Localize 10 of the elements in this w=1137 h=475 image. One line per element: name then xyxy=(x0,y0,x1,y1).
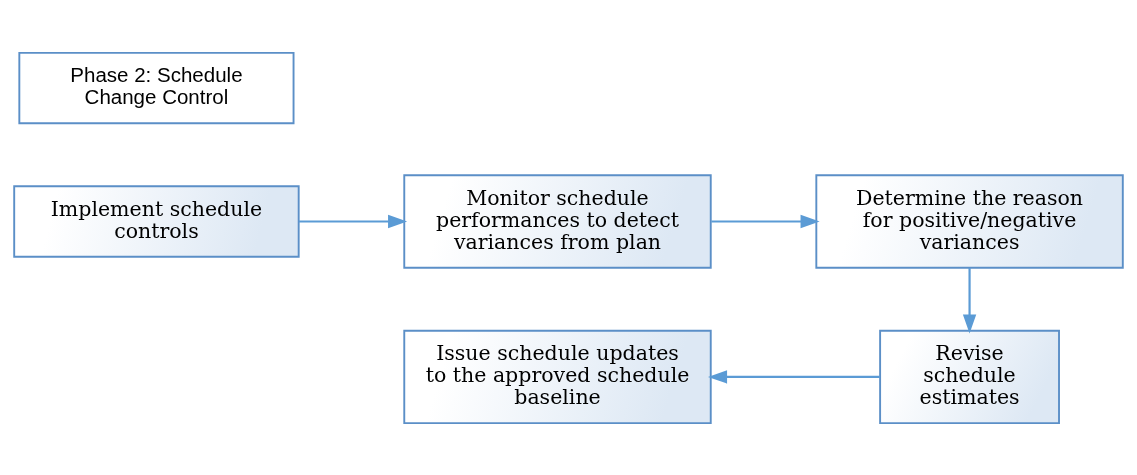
arrow xyxy=(962,267,977,333)
node-box: Determine the reason for positive/negative variances xyxy=(815,173,1124,269)
arrow xyxy=(707,369,880,384)
node-box: Monitor schedule performances to detect variances from plan xyxy=(403,173,712,269)
arrow xyxy=(711,214,820,228)
node-box: Revise schedule estimates xyxy=(879,329,1060,424)
node-box: Phase 2: Schedule Change Control xyxy=(18,51,295,124)
node-box: Issue schedule updates to the approved schedule baseline xyxy=(403,329,712,424)
node-box: Implement schedule controls xyxy=(13,184,300,258)
arrow xyxy=(298,214,408,228)
